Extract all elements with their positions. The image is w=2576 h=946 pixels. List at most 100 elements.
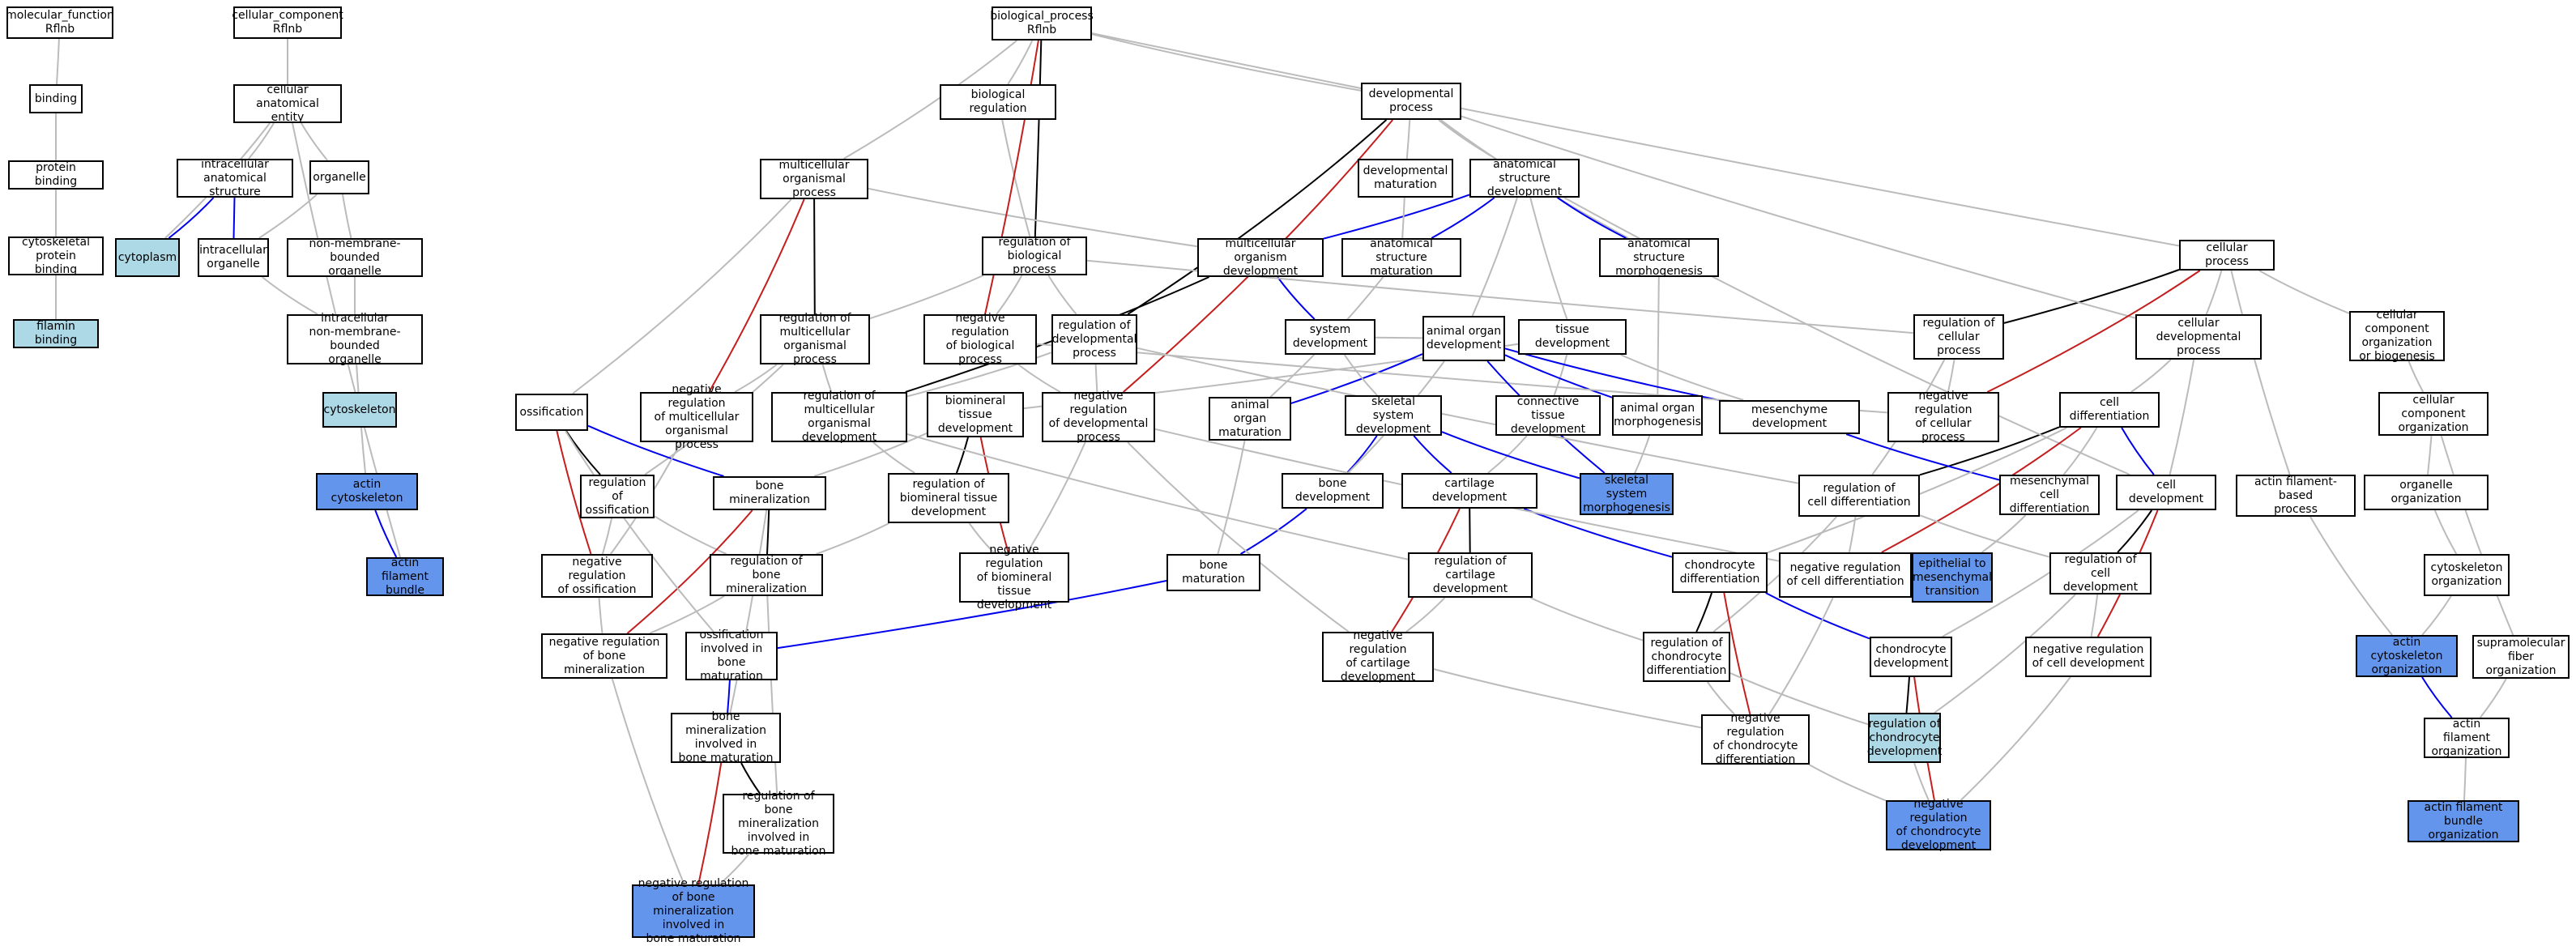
term-label: regulation of biological process bbox=[998, 235, 1071, 276]
term-node-regulation-of-cell-development[interactable]: regulation of cell development bbox=[2049, 552, 2152, 594]
term-node-biomineral-tissue-development[interactable]: biomineral tissue development bbox=[927, 392, 1024, 437]
term-node-developmental-process[interactable]: developmental process bbox=[1361, 83, 1461, 120]
term-node-intracellular-organelle[interactable]: intracellular organelle bbox=[198, 238, 269, 277]
term-node-chondrocyte-differentiation[interactable]: chondrocyte differentiation bbox=[1672, 552, 1768, 593]
edge-is-a bbox=[1091, 32, 2180, 247]
term-node-regulation-of-bone-mineralization[interactable]: regulation of bone mineralization bbox=[710, 554, 823, 596]
term-node-negative-regulation-of-biomineral-tissue-development[interactable]: negative regulation of biomineral tissue… bbox=[959, 543, 1069, 611]
term-node-anatomical-structure-development[interactable]: anatomical structure development bbox=[1469, 158, 1580, 198]
term-node-regulation-of-cartilage-development[interactable]: regulation of cartilage development bbox=[1408, 552, 1533, 598]
term-label: cellular component organization or bioge… bbox=[2359, 309, 2435, 363]
term-node-multicellular-organismal-process[interactable]: multicellular organismal process bbox=[760, 159, 868, 199]
term-node-animal-organ-maturation[interactable]: animal organ maturation bbox=[1209, 397, 1291, 441]
term-node-skeletal-system-morphogenesis[interactable]: skeletal system morphogenesis bbox=[1580, 473, 1674, 515]
term-node-multicellular-organism-development[interactable]: multicellular organism development bbox=[1197, 237, 1324, 278]
edge-part-of bbox=[1323, 194, 1470, 240]
term-node-binding[interactable]: binding bbox=[29, 84, 83, 113]
term-node-organelle-organization[interactable]: organelle organization bbox=[2364, 475, 2489, 510]
term-node-intracellular-nmbo[interactable]: intracellular non-membrane-bounded organ… bbox=[287, 312, 423, 366]
term-node-actin-filament-based-process[interactable]: actin filament-based process bbox=[2236, 475, 2356, 517]
edge-is-a bbox=[872, 441, 915, 474]
term-node-negative-regulation-of-chondrocyte-differentiation[interactable]: negative regulation of chondrocyte diffe… bbox=[1701, 712, 1810, 766]
edge-is-a bbox=[301, 122, 328, 161]
term-node-regulation-of-chondrocyte-development[interactable]: regulation of chondrocyte development bbox=[1866, 713, 1943, 763]
term-node-regulation-of-developmental-process[interactable]: regulation of developmental process bbox=[1051, 314, 1137, 364]
edge-is-a bbox=[2130, 359, 2172, 393]
term-node-cellular-component-organization-or-biogenesis[interactable]: cellular component organization or bioge… bbox=[2349, 309, 2445, 363]
term-node-epithelial-to-mesenchymal-transition[interactable]: epithelial to mesenchymal transition bbox=[1912, 552, 1993, 603]
term-node-supramolecular-fiber-organization[interactable]: supramolecular fiber organization bbox=[2472, 635, 2570, 679]
term-node-mesenchymal-cell-differentiation[interactable]: mesenchymal cell differentiation bbox=[1999, 475, 2100, 515]
term-node-biological-regulation[interactable]: biological regulation bbox=[940, 84, 1056, 120]
term-node-negative-regulation-of-biological-process[interactable]: negative regulation of biological proces… bbox=[923, 312, 1037, 366]
term-node-protein-binding[interactable]: protein binding bbox=[8, 160, 104, 190]
term-node-regulation-of-cellular-process[interactable]: regulation of cellular process bbox=[1913, 314, 2004, 360]
term-node-chondrocyte-development[interactable]: chondrocyte development bbox=[1870, 637, 1952, 677]
term-label: regulation of chondrocyte development bbox=[1866, 717, 1943, 758]
term-node-regulation-of-chondrocyte-differentiation[interactable]: regulation of chondrocyte differentiatio… bbox=[1643, 632, 1730, 682]
edge-is-a bbox=[1433, 668, 1702, 729]
term-node-ossification[interactable]: ossification bbox=[515, 394, 588, 431]
term-node-cytoskeleton[interactable]: cytoskeleton bbox=[322, 392, 397, 428]
term-node-actin-filament-bundle[interactable]: actin filament bundle bbox=[366, 556, 444, 597]
term-node-non-membrane-bounded-organelle[interactable]: non-membrane-bounded organelle bbox=[287, 237, 423, 278]
term-node-skeletal-system-development[interactable]: skeletal system development bbox=[1345, 395, 1442, 436]
term-node-actin-filament[interactable]: actin filament organization bbox=[2424, 718, 2510, 758]
term-node-cell-development[interactable]: cell development bbox=[2116, 475, 2216, 510]
term-node-ossification-involved-in-bone-maturation[interactable]: ossification involved in bone maturation bbox=[685, 629, 778, 683]
term-node-cellular-developmental-process[interactable]: cellular developmental process bbox=[2135, 314, 2262, 360]
term-node-mesenchyme-development[interactable]: mesenchyme development bbox=[1719, 400, 1860, 434]
term-node-bone-mineralization[interactable]: bone mineralization bbox=[713, 476, 826, 510]
term-node-negative-regulation-of-cell-differentiation[interactable]: negative regulation of cell differentiat… bbox=[1779, 552, 1912, 598]
term-node-regulation-of-biological-process[interactable]: regulation of biological process bbox=[982, 235, 1087, 276]
term-node-bp[interactable]: biological_process Rflnb bbox=[990, 6, 1094, 40]
term-node-regulation-of-biomineral-tissue-development[interactable]: regulation of biomineral tissue developm… bbox=[888, 473, 1009, 523]
term-node-filamin-binding[interactable]: filamin binding bbox=[13, 319, 99, 348]
term-node-actin-cytoskeleton[interactable]: actin cytoskeleton bbox=[316, 473, 418, 510]
term-node-negative-regulation-of-multicellular-organismal-process[interactable]: negative regulation of multicellular org… bbox=[640, 383, 753, 451]
term-node-negative-regulation-of-developmental-process[interactable]: negative regulation of developmental pro… bbox=[1042, 390, 1155, 444]
edge-is-a bbox=[968, 522, 995, 553]
term-node-cc[interactable]: cellular_component Rflnb bbox=[232, 6, 343, 39]
term-label: regulation of cell development bbox=[2062, 552, 2139, 594]
term-node-mf[interactable]: molecular_function Rflnb bbox=[6, 6, 114, 39]
term-node-negative-regulation-of-cellular-process[interactable]: negative regulation of cellular process bbox=[1887, 390, 1999, 444]
term-node-animal-organ-morphogenesis[interactable]: animal organ morphogenesis bbox=[1612, 395, 1703, 436]
term-node-cartilage-development[interactable]: cartilage development bbox=[1401, 473, 1537, 509]
term-node-negative-regulation-of-ossification[interactable]: negative regulation of ossification bbox=[541, 554, 653, 598]
term-node-developmental-maturation[interactable]: developmental maturation bbox=[1358, 159, 1453, 198]
term-node-anatomical-structure-morphogenesis[interactable]: anatomical structure morphogenesis bbox=[1599, 237, 1719, 278]
term-node-actin-filament-bundle-organization[interactable]: actin filament bundle organization bbox=[2408, 800, 2519, 842]
term-node-negative-regulation-of-bone-mineralization[interactable]: negative regulation of bone mineralizati… bbox=[541, 633, 667, 679]
term-node-bone-development[interactable]: bone development bbox=[1282, 473, 1384, 509]
term-node-cytoskeleton-organization[interactable]: cytoskeleton organization bbox=[2424, 554, 2510, 596]
term-label: regulation of bone mineralization bbox=[726, 554, 807, 595]
edge-negatively-regulates bbox=[556, 430, 592, 555]
term-node-regulation-of-ossification[interactable]: regulation of ossification bbox=[580, 475, 655, 518]
term-node-regulation-of-multicellular-organismal-development[interactable]: regulation of multicellular organismal d… bbox=[771, 390, 907, 444]
term-node-connective-tissue-development[interactable]: connective tissue development bbox=[1495, 395, 1601, 436]
edge-is-a bbox=[2480, 678, 2507, 718]
term-node-cellular-anatomical-entity[interactable]: cellular anatomical entity bbox=[233, 83, 342, 124]
term-node-regulation-of-multicellular-organismal-process[interactable]: regulation of multicellular organismal p… bbox=[760, 312, 870, 366]
term-node-system-development[interactable]: system development bbox=[1285, 319, 1375, 355]
term-node-negative-regulation-of-cell-development[interactable]: negative regulation of cell development bbox=[2025, 637, 2152, 677]
term-node-intracellular-anatomical-structure[interactable]: intracellular anatomical structure bbox=[177, 158, 293, 198]
term-node-tissue-development[interactable]: tissue development bbox=[1518, 319, 1627, 355]
term-node-negative-regulation-of-chondrocyte-development[interactable]: negative regulation of chondrocyte devel… bbox=[1886, 798, 1991, 852]
term-node-negative-regulation-of-cartilage-development[interactable]: negative regulation of cartilage develop… bbox=[1322, 629, 1434, 684]
term-node-bone-maturation[interactable]: bone maturation bbox=[1166, 554, 1260, 591]
term-node-cytoplasm[interactable]: cytoplasm bbox=[115, 238, 180, 277]
term-node-cell-differentiation[interactable]: cell differentiation bbox=[2059, 392, 2160, 428]
term-node-organelle[interactable]: organelle bbox=[309, 160, 369, 194]
term-node-actin-cytoskeleton-organization[interactable]: actin cytoskeleton organization bbox=[2356, 635, 2458, 677]
term-node-regulation-of-bone-mineralization-involved-in-bone-maturation[interactable]: regulation of bone mineralization involv… bbox=[723, 790, 834, 858]
term-node-negative-regulation-of-bone-mineralization-involved-in-bone-maturation[interactable]: negative regulation of bone mineralizati… bbox=[632, 877, 755, 945]
term-node-bone-mineralization-involved-in-bone-maturation[interactable]: bone mineralization involved in bone mat… bbox=[671, 710, 781, 765]
term-node-anatomical-structure-maturation[interactable]: anatomical structure maturation bbox=[1341, 237, 1461, 278]
term-node-cellular-component-organization[interactable]: cellular component organization bbox=[2378, 392, 2489, 436]
term-node-regulation-of-cell-differentiation[interactable]: regulation of cell differentiation bbox=[1798, 475, 1920, 517]
term-node-cytoskeletal-protein-binding[interactable]: cytoskeletal protein binding bbox=[8, 236, 104, 276]
term-node-animal-organ-development[interactable]: animal organ development bbox=[1422, 316, 1505, 361]
term-node-cellular-process[interactable]: cellular process bbox=[2179, 240, 2275, 271]
